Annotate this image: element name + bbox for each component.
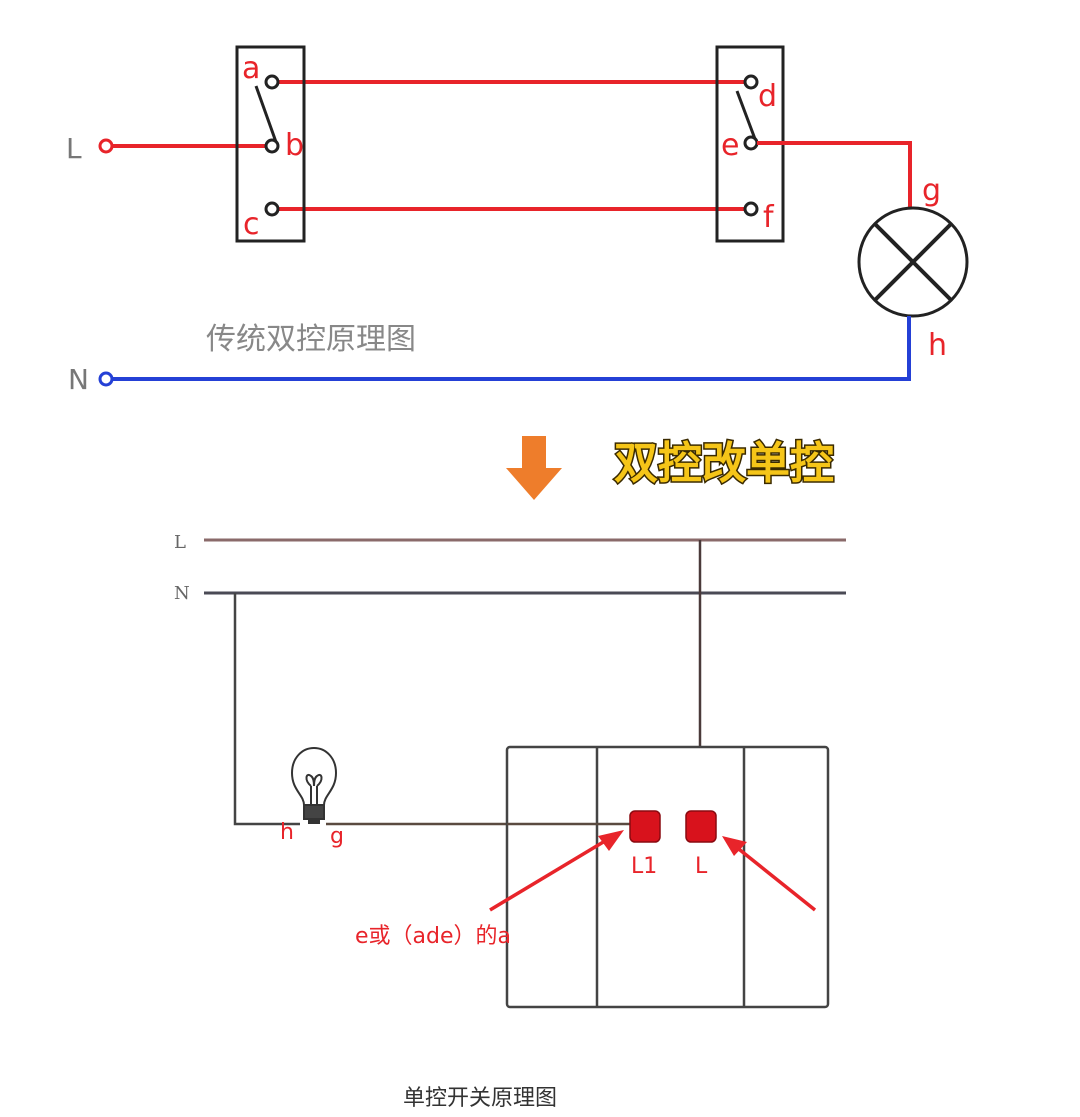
switch-1-box xyxy=(235,45,306,243)
N-terminal-icon xyxy=(98,371,114,387)
top-diagram-caption: 传统双控原理图 xyxy=(206,322,416,357)
switched-live-wire xyxy=(757,141,912,208)
terminal-b-icon xyxy=(264,138,280,154)
terminal-L1-label: L1 xyxy=(631,854,657,879)
neutral-drop-wire xyxy=(233,593,300,826)
annotation-arrow-right-icon xyxy=(722,836,817,912)
down-arrow-icon xyxy=(506,436,562,500)
bottom-line-N-label: N xyxy=(174,583,190,604)
terminal-c-label: c xyxy=(243,207,260,242)
bulb-g-label: g xyxy=(330,824,344,849)
terminal-a-label: a xyxy=(242,51,260,86)
switch-1-lever xyxy=(254,85,278,143)
terminal-b-label: b xyxy=(285,128,304,163)
terminal-f-icon xyxy=(743,201,759,217)
headline-two-way-to-single: 双控改单控 xyxy=(614,438,834,489)
bottom-diagram-caption: 单控开关原理图 xyxy=(403,1086,557,1111)
L-terminal-icon xyxy=(98,138,114,154)
switch-2-lever xyxy=(735,90,757,140)
terminal-e-label: e xyxy=(721,128,739,163)
bulb-h-label: h xyxy=(280,820,294,845)
annotation-text: e或（ade）的a xyxy=(355,924,511,949)
switch-panel xyxy=(505,745,830,1009)
terminal-L-label: L xyxy=(695,854,708,879)
lamp-icon xyxy=(857,206,969,318)
terminal-d-icon xyxy=(743,74,759,90)
terminal-f-label: f xyxy=(763,200,775,235)
transition-section: 双控改单控 xyxy=(506,436,836,500)
top-line-N-label: N xyxy=(68,363,89,396)
traditional-two-way-diagram: L a b c d e f g h xyxy=(66,45,969,396)
terminal-L1-icon xyxy=(629,810,661,843)
terminal-L-icon xyxy=(685,810,717,843)
bottom-line-L-label: L xyxy=(174,532,186,553)
terminal-d-label: d xyxy=(758,79,777,114)
lamp-g-label: g xyxy=(922,173,941,208)
light-bulb-icon xyxy=(290,746,338,824)
top-line-L-label: L xyxy=(66,132,82,165)
lamp-h-label: h xyxy=(928,328,947,363)
terminal-a-icon xyxy=(264,74,280,90)
single-control-diagram: L N h g L1 L xyxy=(174,532,846,1111)
annotation-arrow-left-icon xyxy=(489,830,624,912)
neutral-wire xyxy=(112,316,911,381)
terminal-c-icon xyxy=(264,201,280,217)
